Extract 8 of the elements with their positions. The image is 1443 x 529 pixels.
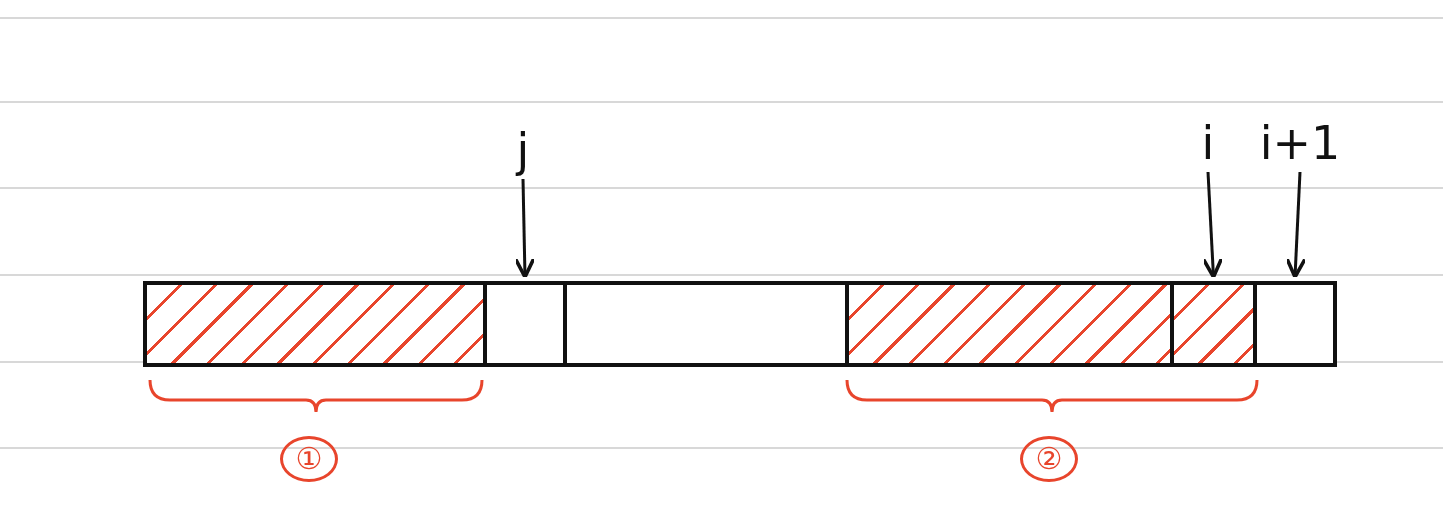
- arrow: [1285, 171, 1307, 279]
- index-label: j: [500, 125, 546, 177]
- index-label: i: [1185, 118, 1231, 170]
- circled-number: ②: [1020, 436, 1078, 482]
- arrow: [1201, 171, 1224, 279]
- circled-number: ①: [280, 436, 338, 482]
- arrow: [513, 178, 536, 279]
- index-label: i+1: [1255, 118, 1345, 170]
